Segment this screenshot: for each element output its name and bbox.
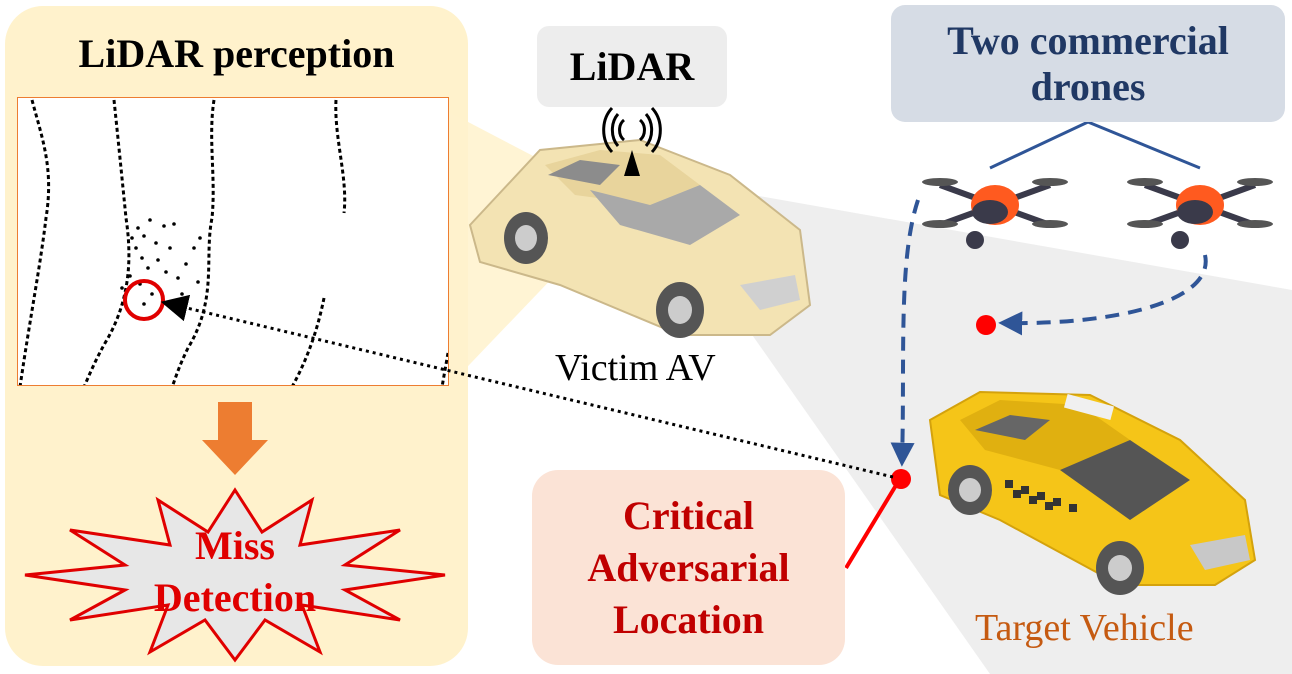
lidar-label: LiDAR xyxy=(537,26,727,107)
drone-left xyxy=(922,178,1068,249)
scan-line-5 xyxy=(291,297,326,385)
scan-line-4 xyxy=(334,99,347,214)
scan-line-6 xyxy=(440,352,448,385)
panel-title: LiDAR perception xyxy=(78,31,395,76)
scan-line-3 xyxy=(171,99,216,385)
victim-av-car xyxy=(468,138,812,338)
down-arrow xyxy=(202,402,268,475)
point-cloud-view xyxy=(17,97,449,386)
drone-label-connector xyxy=(989,120,1201,170)
lidar-sensor-icon xyxy=(602,106,662,176)
drone-path-right xyxy=(998,254,1208,336)
miss-detection-text: Miss Detection xyxy=(153,523,317,620)
scan-line-2 xyxy=(83,99,131,385)
drone-position-marker xyxy=(976,315,996,335)
drones-label-text: Two commercial drones xyxy=(947,17,1229,109)
target-vehicle-car xyxy=(928,390,1257,595)
miss-detection-starburst xyxy=(24,487,446,663)
scatter-points xyxy=(120,218,202,306)
miss-detection-label: Miss Detection xyxy=(105,520,365,624)
projection-arrow xyxy=(160,294,894,479)
victim-av-label: Victim AV xyxy=(555,347,716,389)
drones-label: Two commercial drones xyxy=(891,5,1285,122)
drone-path-left xyxy=(890,199,920,467)
scan-line-1 xyxy=(18,99,51,385)
critical-callout-line xyxy=(844,480,900,570)
critical-location-text: Critical Adversarial Location xyxy=(587,492,790,642)
point-cloud-svg xyxy=(18,99,448,385)
critical-location-label: Critical Adversarial Location xyxy=(532,470,845,665)
drone-right xyxy=(1127,178,1273,249)
target-vehicle-label: Target Vehicle xyxy=(975,607,1194,649)
